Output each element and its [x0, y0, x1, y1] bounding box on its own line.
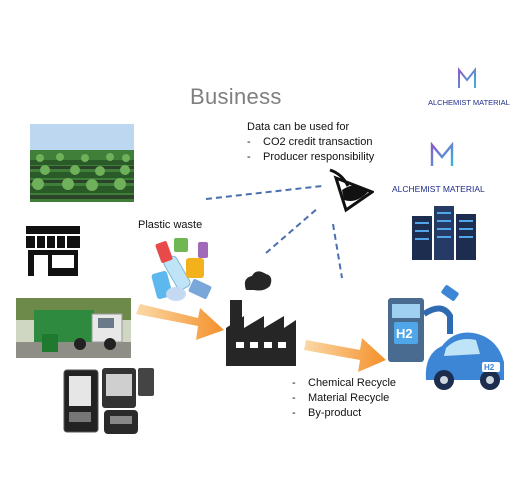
farm-field-photo [30, 124, 134, 202]
vending-machines-photo [62, 366, 156, 436]
h2-station-label: H2 [396, 326, 413, 341]
garbage-truck-photo [16, 298, 131, 358]
data-dashed-lines [205, 185, 343, 279]
data-usage-heading: Data can be used for [247, 121, 350, 133]
output-item: -Chemical Recycle [292, 377, 397, 389]
output-arrow [304, 338, 386, 372]
plastic-waste-icon [150, 234, 216, 304]
m-logo-icon [458, 67, 476, 88]
factory-icon [224, 270, 298, 368]
data-usage-item: -CO2 credit transaction [247, 136, 373, 148]
brand-logo-top: ALCHEMIST MATERIAL [424, 66, 510, 110]
h2-car-label: H2 [484, 363, 495, 372]
page-title: Business [190, 84, 282, 109]
server-rack-icon [410, 204, 478, 262]
brand-logo-mid: ALCHEMIST MATERIAL [388, 140, 498, 194]
brand-name-top: ALCHEMIST MATERIAL [428, 98, 510, 107]
hydrogen-car-icon: H2 H2 [386, 284, 510, 392]
store-icon [24, 224, 82, 278]
brand-name-mid: ALCHEMIST MATERIAL [392, 184, 485, 194]
eye-sensor-icon [322, 164, 374, 216]
data-usage-item: -Producer responsibility [247, 151, 375, 163]
data-usage-note: Data can be used for -CO2 credit transac… [247, 120, 374, 165]
m-logo-icon [430, 141, 454, 166]
recycle-outputs-list: -Chemical Recycle -Material Recycle -By-… [292, 376, 396, 421]
output-item: -By-product [292, 407, 362, 419]
plastic-waste-label: Plastic waste [138, 219, 203, 231]
waste-input-arrow [136, 304, 224, 340]
output-item: -Material Recycle [292, 392, 390, 404]
